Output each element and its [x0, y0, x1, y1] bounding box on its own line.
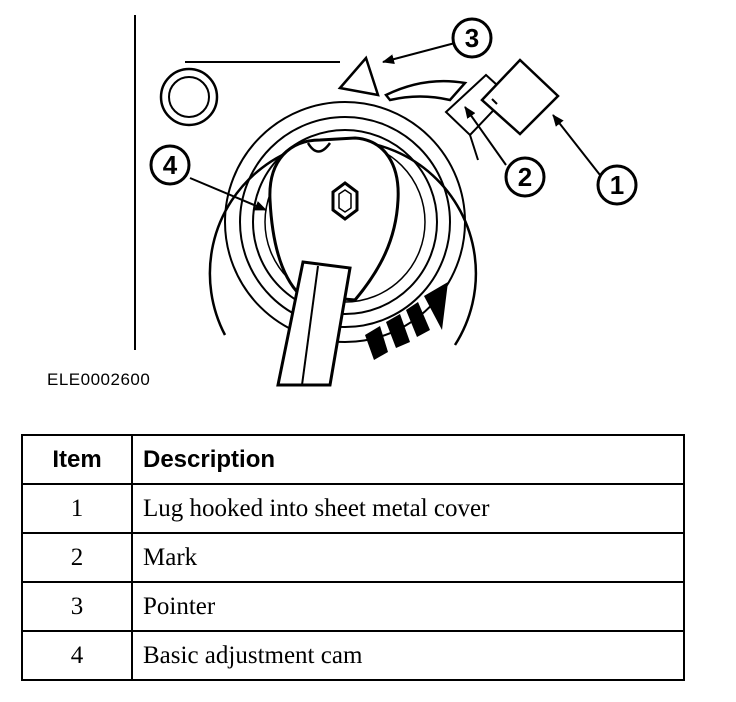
- header-description: Description: [131, 434, 685, 485]
- item-number: 3: [21, 581, 133, 632]
- item-number: 2: [21, 532, 133, 583]
- adjustment-cam: [268, 136, 400, 302]
- lug: [444, 58, 560, 161]
- callout-leaders: [189, 42, 601, 211]
- table-row: 2 Mark: [21, 532, 685, 583]
- rotation-arrow: [365, 282, 448, 360]
- callout-2: 2: [504, 156, 546, 198]
- table-row: 1 Lug hooked into sheet metal cover: [21, 483, 685, 534]
- hex-wrench: [276, 260, 352, 387]
- callout-1: 1: [596, 164, 638, 206]
- legend-header-row: Item Description: [21, 434, 685, 485]
- callout-4-label: 4: [163, 150, 178, 180]
- item-description: Mark: [131, 532, 685, 583]
- item-number: 4: [21, 630, 133, 681]
- mark: [384, 79, 468, 102]
- item-number: 1: [21, 483, 133, 534]
- bolt-head: [159, 67, 219, 127]
- tensioner-diagram: 3 2 1 4: [134, 15, 638, 387]
- legend-table: Item Description 1 Lug hooked into sheet…: [21, 434, 685, 681]
- callout-3: 3: [451, 17, 493, 59]
- item-description: Basic adjustment cam: [131, 630, 685, 681]
- pointer: [337, 55, 380, 97]
- table-row: 3 Pointer: [21, 581, 685, 632]
- callout-1-label: 1: [610, 170, 624, 200]
- item-description: Lug hooked into sheet metal cover: [131, 483, 685, 534]
- callout-4: 4: [149, 144, 191, 186]
- item-description: Pointer: [131, 581, 685, 632]
- callout-2-label: 2: [518, 162, 532, 192]
- header-item: Item: [21, 434, 133, 485]
- figure-code: ELE0002600: [47, 370, 151, 389]
- table-row: 4 Basic adjustment cam: [21, 630, 685, 681]
- callout-3-label: 3: [465, 23, 479, 53]
